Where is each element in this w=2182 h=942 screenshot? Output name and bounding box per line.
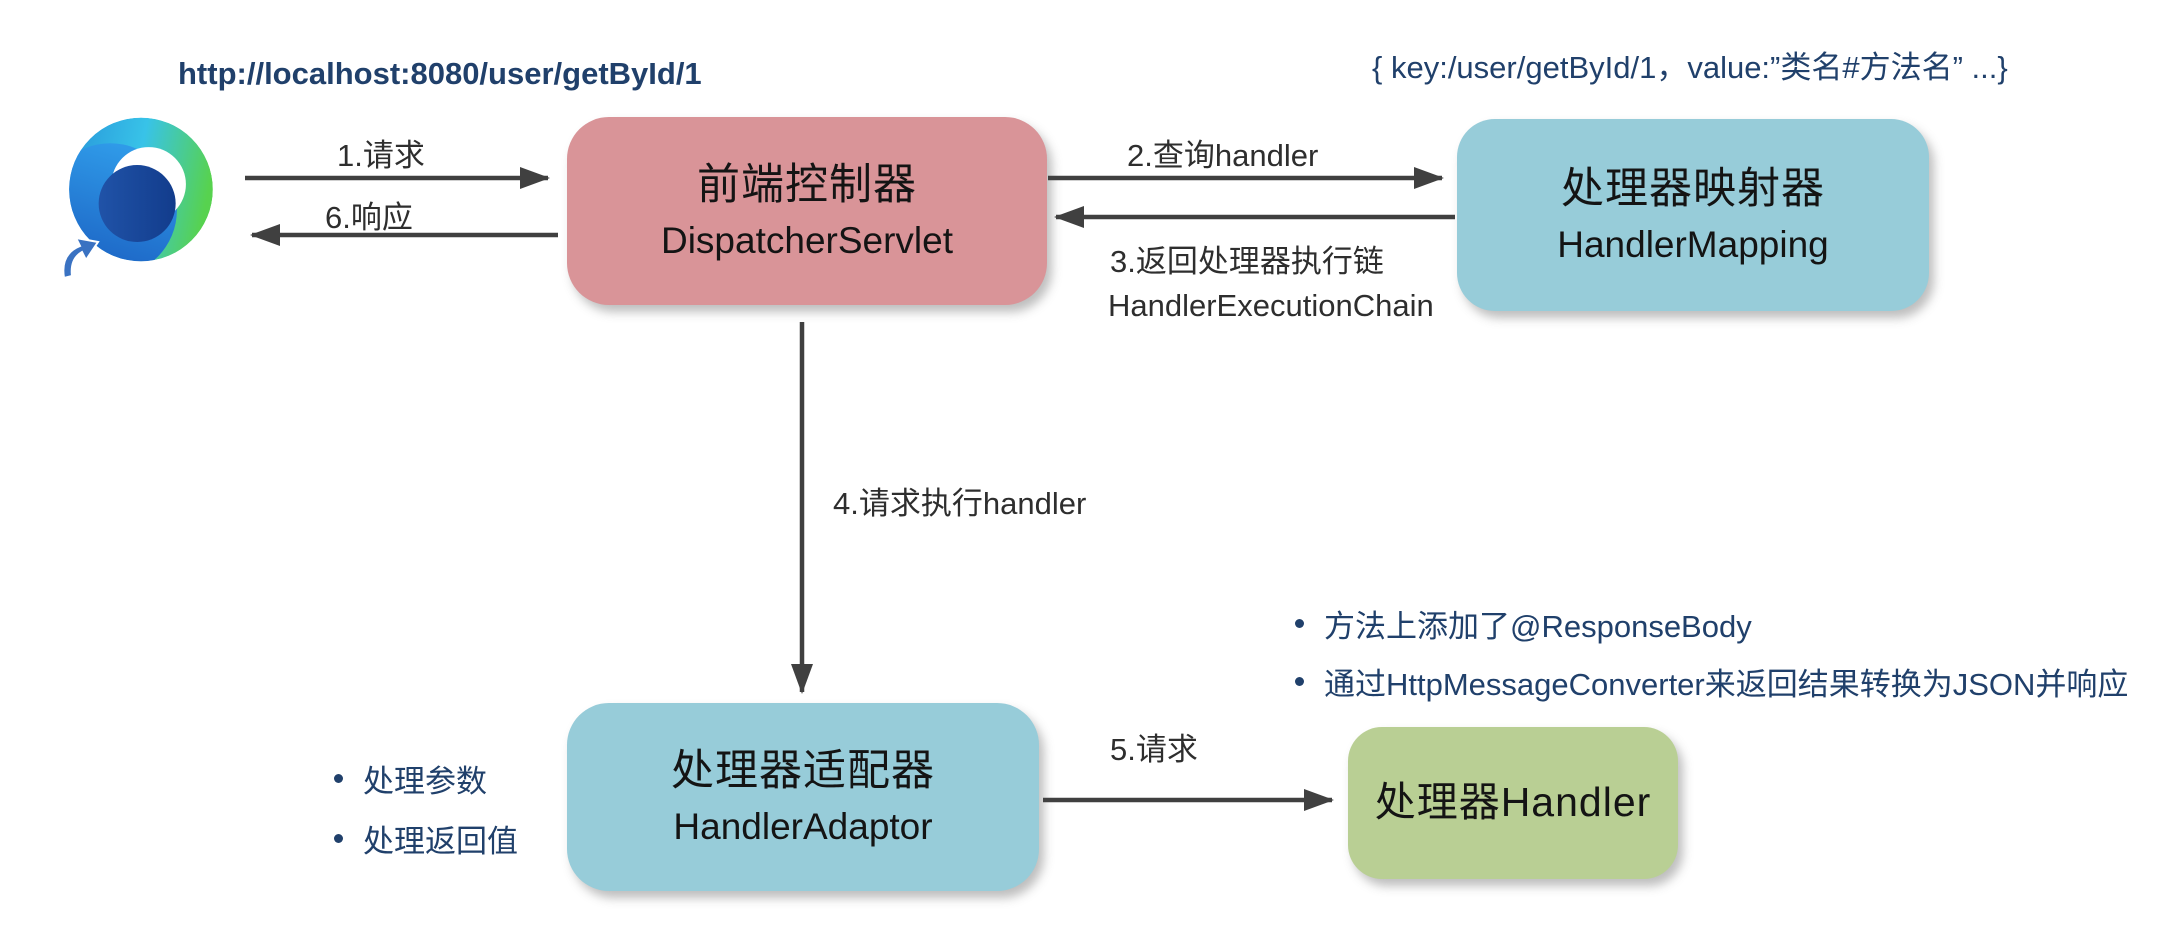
node-handler-mapping: 处理器映射器 HandlerMapping	[1457, 119, 1929, 311]
edge-label-6: 6.响应	[325, 200, 413, 235]
bullet-dot-icon	[334, 773, 343, 783]
edge-label-4: 4.请求执行handler	[833, 486, 1087, 521]
edge-label-5: 5.请求	[1110, 732, 1198, 767]
node-subtitle: HandlerMapping	[1557, 223, 1829, 265]
note-text: 处理参数	[363, 763, 487, 799]
node-handler: 处理器Handler	[1348, 727, 1678, 879]
edge-label-3: 3.返回处理器执行链	[1110, 244, 1384, 279]
node-title: 前端控制器	[697, 160, 917, 209]
handler-mapping-entry-text: { key:/user/getById/1，value:”类名#方法名” ...…	[1372, 50, 2008, 85]
bullet-dot-icon	[1295, 676, 1304, 686]
list-item: 处理返回值	[334, 808, 518, 868]
cursor-arrow-icon	[62, 236, 100, 280]
edge-label-2: 2.查询handler	[1127, 138, 1319, 173]
note-text: 方法上添加了@ResponseBody	[1324, 608, 1752, 644]
list-item: 处理参数	[334, 748, 518, 808]
node-subtitle: HandlerAdaptor	[673, 805, 933, 847]
edge-browser-icon	[69, 117, 213, 262]
bullet-dot-icon	[334, 833, 343, 843]
node-dispatcher-servlet: 前端控制器 DispatcherServlet	[567, 117, 1047, 305]
bullet-dot-icon	[1295, 618, 1304, 628]
node-title: 处理器适配器	[671, 746, 935, 795]
request-url-text: http://localhost:8080/user/getById/1	[178, 56, 702, 91]
node-title: 处理器Handler	[1374, 779, 1652, 826]
note-text: 处理返回值	[363, 823, 518, 859]
adaptor-notes-list: 处理参数 处理返回值	[334, 748, 518, 868]
node-title: 处理器映射器	[1561, 164, 1825, 213]
node-subtitle: DispatcherServlet	[660, 219, 953, 261]
note-text: 通过HttpMessageConverter来返回结果转换为JSON并响应	[1324, 666, 2129, 702]
edge-label-3-sub: HandlerExecutionChain	[1108, 288, 1434, 323]
list-item: 通过HttpMessageConverter来返回结果转换为JSON并响应	[1295, 652, 2128, 710]
node-handler-adaptor: 处理器适配器 HandlerAdaptor	[567, 703, 1039, 891]
list-item: 方法上添加了@ResponseBody	[1295, 594, 2128, 652]
handler-notes-list: 方法上添加了@ResponseBody 通过HttpMessageConvert…	[1295, 594, 2128, 710]
edge-label-1: 1.请求	[337, 138, 425, 173]
